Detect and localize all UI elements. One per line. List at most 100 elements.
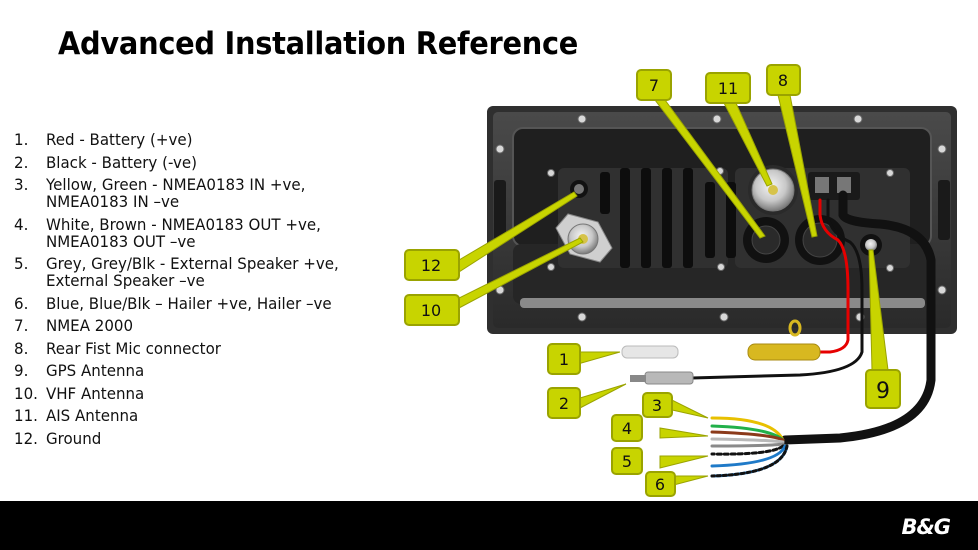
power-socket-pin xyxy=(815,177,829,193)
callout-10-label: 10 xyxy=(421,301,441,320)
brown-wire xyxy=(710,430,785,442)
list-item: 9. GPS Antenna xyxy=(14,362,390,379)
list-item: 6. Blue, Blue/Blk – Hailer +ve, Hailer –v… xyxy=(14,295,390,312)
callout-2-label: 2 xyxy=(559,394,569,413)
callout-1 xyxy=(547,343,581,375)
list-item: 4. White, Brown - NMEA0183 OUT +ve, NMEA0… xyxy=(14,216,390,250)
callout-9-label: 9 xyxy=(876,379,890,404)
vent-slot xyxy=(641,168,651,268)
callout-1-label: 1 xyxy=(559,350,569,369)
item-text: NMEA 2000 xyxy=(45,316,134,335)
callout-11-label: 11 xyxy=(718,79,738,98)
blue-wire xyxy=(710,444,787,468)
list-item: 5. Grey, Grey/Blk - External Speaker +ve,… xyxy=(14,255,385,289)
item-text: Ground xyxy=(45,428,102,448)
item-number: 9. xyxy=(14,361,29,380)
main-cable xyxy=(780,190,936,445)
callout-10 xyxy=(404,294,460,326)
item-text: Red - Battery (+ve) xyxy=(45,130,193,149)
vent-slot xyxy=(705,182,715,258)
grey-black-wire xyxy=(710,444,785,456)
red-terminal xyxy=(621,345,679,359)
black-wire xyxy=(690,198,864,380)
item-number: 6. xyxy=(14,293,29,313)
white-wire xyxy=(710,437,785,444)
black-terminal-ring xyxy=(630,375,646,382)
item-number: 2. xyxy=(14,152,29,172)
fuse-holder xyxy=(747,319,821,361)
item-number: 11. xyxy=(14,406,38,425)
vent-slot xyxy=(620,168,630,268)
item-text: Blue, Blue/Blk – Hailer +ve, Hailer –ve xyxy=(45,293,332,313)
callout-5 xyxy=(611,447,643,475)
callout-2 xyxy=(547,387,581,419)
yellow-wire xyxy=(710,416,785,442)
callout-7 xyxy=(636,69,672,101)
callouts: 7 11 8 12 10 9 1 2 3 4 5 6 xyxy=(404,64,901,497)
black-terminal xyxy=(644,371,694,385)
grey-wire xyxy=(710,442,785,448)
list-item: 3. Yellow, Green - NMEA0183 IN +ve, NMEA0… xyxy=(14,176,390,210)
list-item: 8. Rear Fist Mic connector xyxy=(14,340,390,357)
item-text: Grey, Grey/Blk - External Speaker +ve, E… xyxy=(45,255,339,289)
left-latch xyxy=(494,180,506,240)
callout-5-label: 5 xyxy=(622,452,632,471)
callout-boxes xyxy=(404,64,901,497)
callout-7-label: 7 xyxy=(649,76,659,95)
callout-9 xyxy=(865,369,901,409)
callout-11 xyxy=(705,72,751,104)
callout-6 xyxy=(645,471,676,497)
item-number: 10. xyxy=(14,383,38,403)
ais-antenna-connector xyxy=(748,165,798,215)
item-number: 7. xyxy=(14,316,29,335)
ground-stud-center xyxy=(574,184,584,194)
item-text: Yellow, Green - NMEA0183 IN +ve, NMEA018… xyxy=(45,175,306,211)
blue-black-stripe xyxy=(710,444,789,478)
item-text: VHF Antenna xyxy=(45,383,145,403)
item-text: Rear Fist Mic connector xyxy=(45,338,221,358)
item-text: GPS Antenna xyxy=(45,361,145,380)
vent-slot xyxy=(683,168,693,268)
callout-3 xyxy=(642,392,673,418)
item-text: AIS Antenna xyxy=(45,406,139,425)
list-item: 2. Black - Battery (-ve) xyxy=(14,154,390,171)
page-title: Advanced Installation Reference xyxy=(58,26,579,62)
item-number: 1. xyxy=(14,130,29,149)
connection-list: 1. Red - Battery (+ve) 2. Black - Battery … xyxy=(14,131,414,452)
item-number: 4. xyxy=(14,214,29,234)
list-item: 11. AIS Antenna xyxy=(14,407,390,424)
list-item: 1. Red - Battery (+ve) xyxy=(14,131,390,148)
list-item: 10. VHF Antenna xyxy=(14,385,390,402)
footer-bar: B&G xyxy=(0,501,978,550)
item-number: 3. xyxy=(14,175,29,194)
callout-labels: 7 11 8 12 10 9 1 2 3 4 5 6 xyxy=(421,71,890,494)
vent-slot xyxy=(662,168,672,268)
callout-6-label: 6 xyxy=(655,475,665,494)
power-socket-pin xyxy=(837,177,851,193)
brand-logo: B&G xyxy=(901,515,951,539)
screws xyxy=(495,114,947,322)
callout-8 xyxy=(766,64,801,96)
item-number: 8. xyxy=(14,338,29,358)
item-text: Black - Battery (-ve) xyxy=(45,152,198,172)
wires xyxy=(690,190,936,478)
callout-3-label: 3 xyxy=(652,396,662,415)
item-number: 12. xyxy=(14,428,38,448)
right-latch xyxy=(938,180,950,240)
callout-12 xyxy=(404,249,460,281)
list-item: 12. Ground xyxy=(14,430,390,447)
item-number: 5. xyxy=(14,255,29,273)
callout-pointers xyxy=(458,94,889,487)
lower-rail xyxy=(520,298,925,308)
item-text: White, Brown - NMEA0183 OUT +ve, NMEA018… xyxy=(45,214,321,251)
callout-12-label: 12 xyxy=(421,256,441,275)
vent-slot xyxy=(600,172,610,214)
callout-4 xyxy=(611,414,643,442)
callout-8-label: 8 xyxy=(778,71,788,90)
gps-antenna-center xyxy=(865,239,877,251)
red-wire xyxy=(750,198,850,354)
list-item: 7. NMEA 2000 xyxy=(14,317,390,334)
callout-4-label: 4 xyxy=(622,419,632,438)
radio-body xyxy=(487,106,957,334)
